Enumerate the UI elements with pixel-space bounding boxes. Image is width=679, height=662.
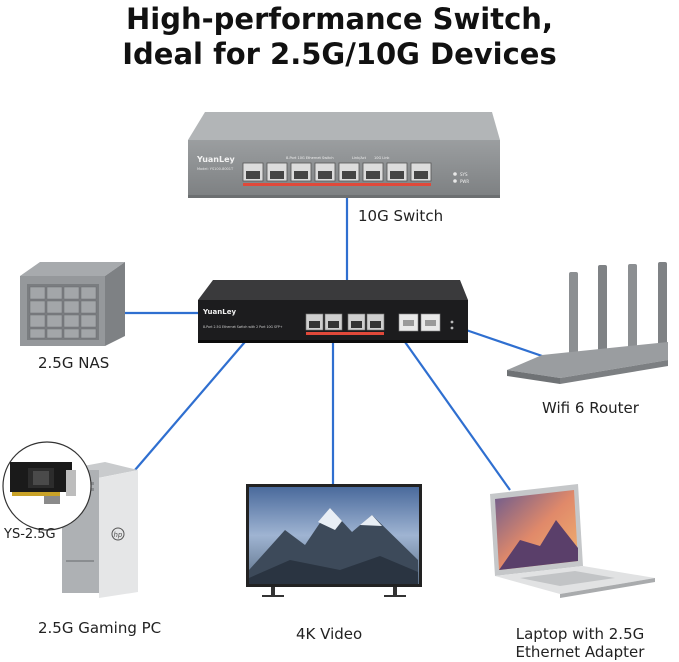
headline-line-1: High-performance Switch,	[126, 2, 553, 36]
switch-10g-led-sys: SYS	[460, 172, 468, 177]
link-pc	[134, 335, 251, 471]
tv-device	[246, 484, 422, 597]
center-switch-ports	[305, 313, 441, 335]
center-switch-device: YuanLey 8-Port 2.5G Ethernet Switch with…	[198, 280, 468, 343]
connection-lines	[125, 195, 549, 491]
center-switch-panel-text: 8-Port 2.5G Ethernet Switch with 2 Port …	[203, 325, 283, 329]
link-router	[465, 328, 549, 360]
center-switch-brand: YuanLey	[202, 308, 236, 316]
switch-10g-device: YuanLey Model: YS100-8001T 8-Port 10G Et…	[188, 112, 500, 198]
label-10g-switch: 10G Switch	[358, 207, 444, 225]
switch-10g-brand: YuanLey	[196, 155, 236, 164]
hp-logo-icon: hp	[114, 531, 123, 539]
switch-10g-led-pwr: PWR	[460, 179, 469, 184]
label-tv: 4K Video	[296, 625, 363, 643]
headline-line-2: Ideal for 2.5G/10G Devices	[122, 37, 557, 71]
label-laptop-line-2: Ethernet Adapter	[515, 643, 645, 661]
switch-10g-panel-text-b: Link/Act	[352, 156, 367, 160]
label-laptop-line-1: Laptop with 2.5G	[515, 625, 645, 643]
switch-10g-panel-text-c: 10G Link	[374, 156, 390, 160]
label-nas: 2.5G NAS	[38, 354, 110, 372]
label-gaming-pc: 2.5G Gaming PC	[38, 619, 162, 637]
label-router: Wifi 6 Router	[542, 399, 639, 417]
link-laptop	[404, 341, 511, 491]
network-card-inset	[2, 441, 92, 531]
switch-10g-panel-text-a: 8-Port 10G Ethernet Switch	[286, 156, 334, 160]
label-network-card: YS-2.5G	[4, 527, 56, 542]
switch-10g-ports	[242, 162, 432, 186]
laptop-device	[490, 484, 655, 598]
router-device	[507, 262, 668, 384]
nas-device	[20, 262, 125, 346]
label-laptop: Laptop with 2.5G Ethernet Adapter	[500, 625, 660, 661]
switch-10g-model: Model: YS100-8001T	[197, 167, 234, 171]
